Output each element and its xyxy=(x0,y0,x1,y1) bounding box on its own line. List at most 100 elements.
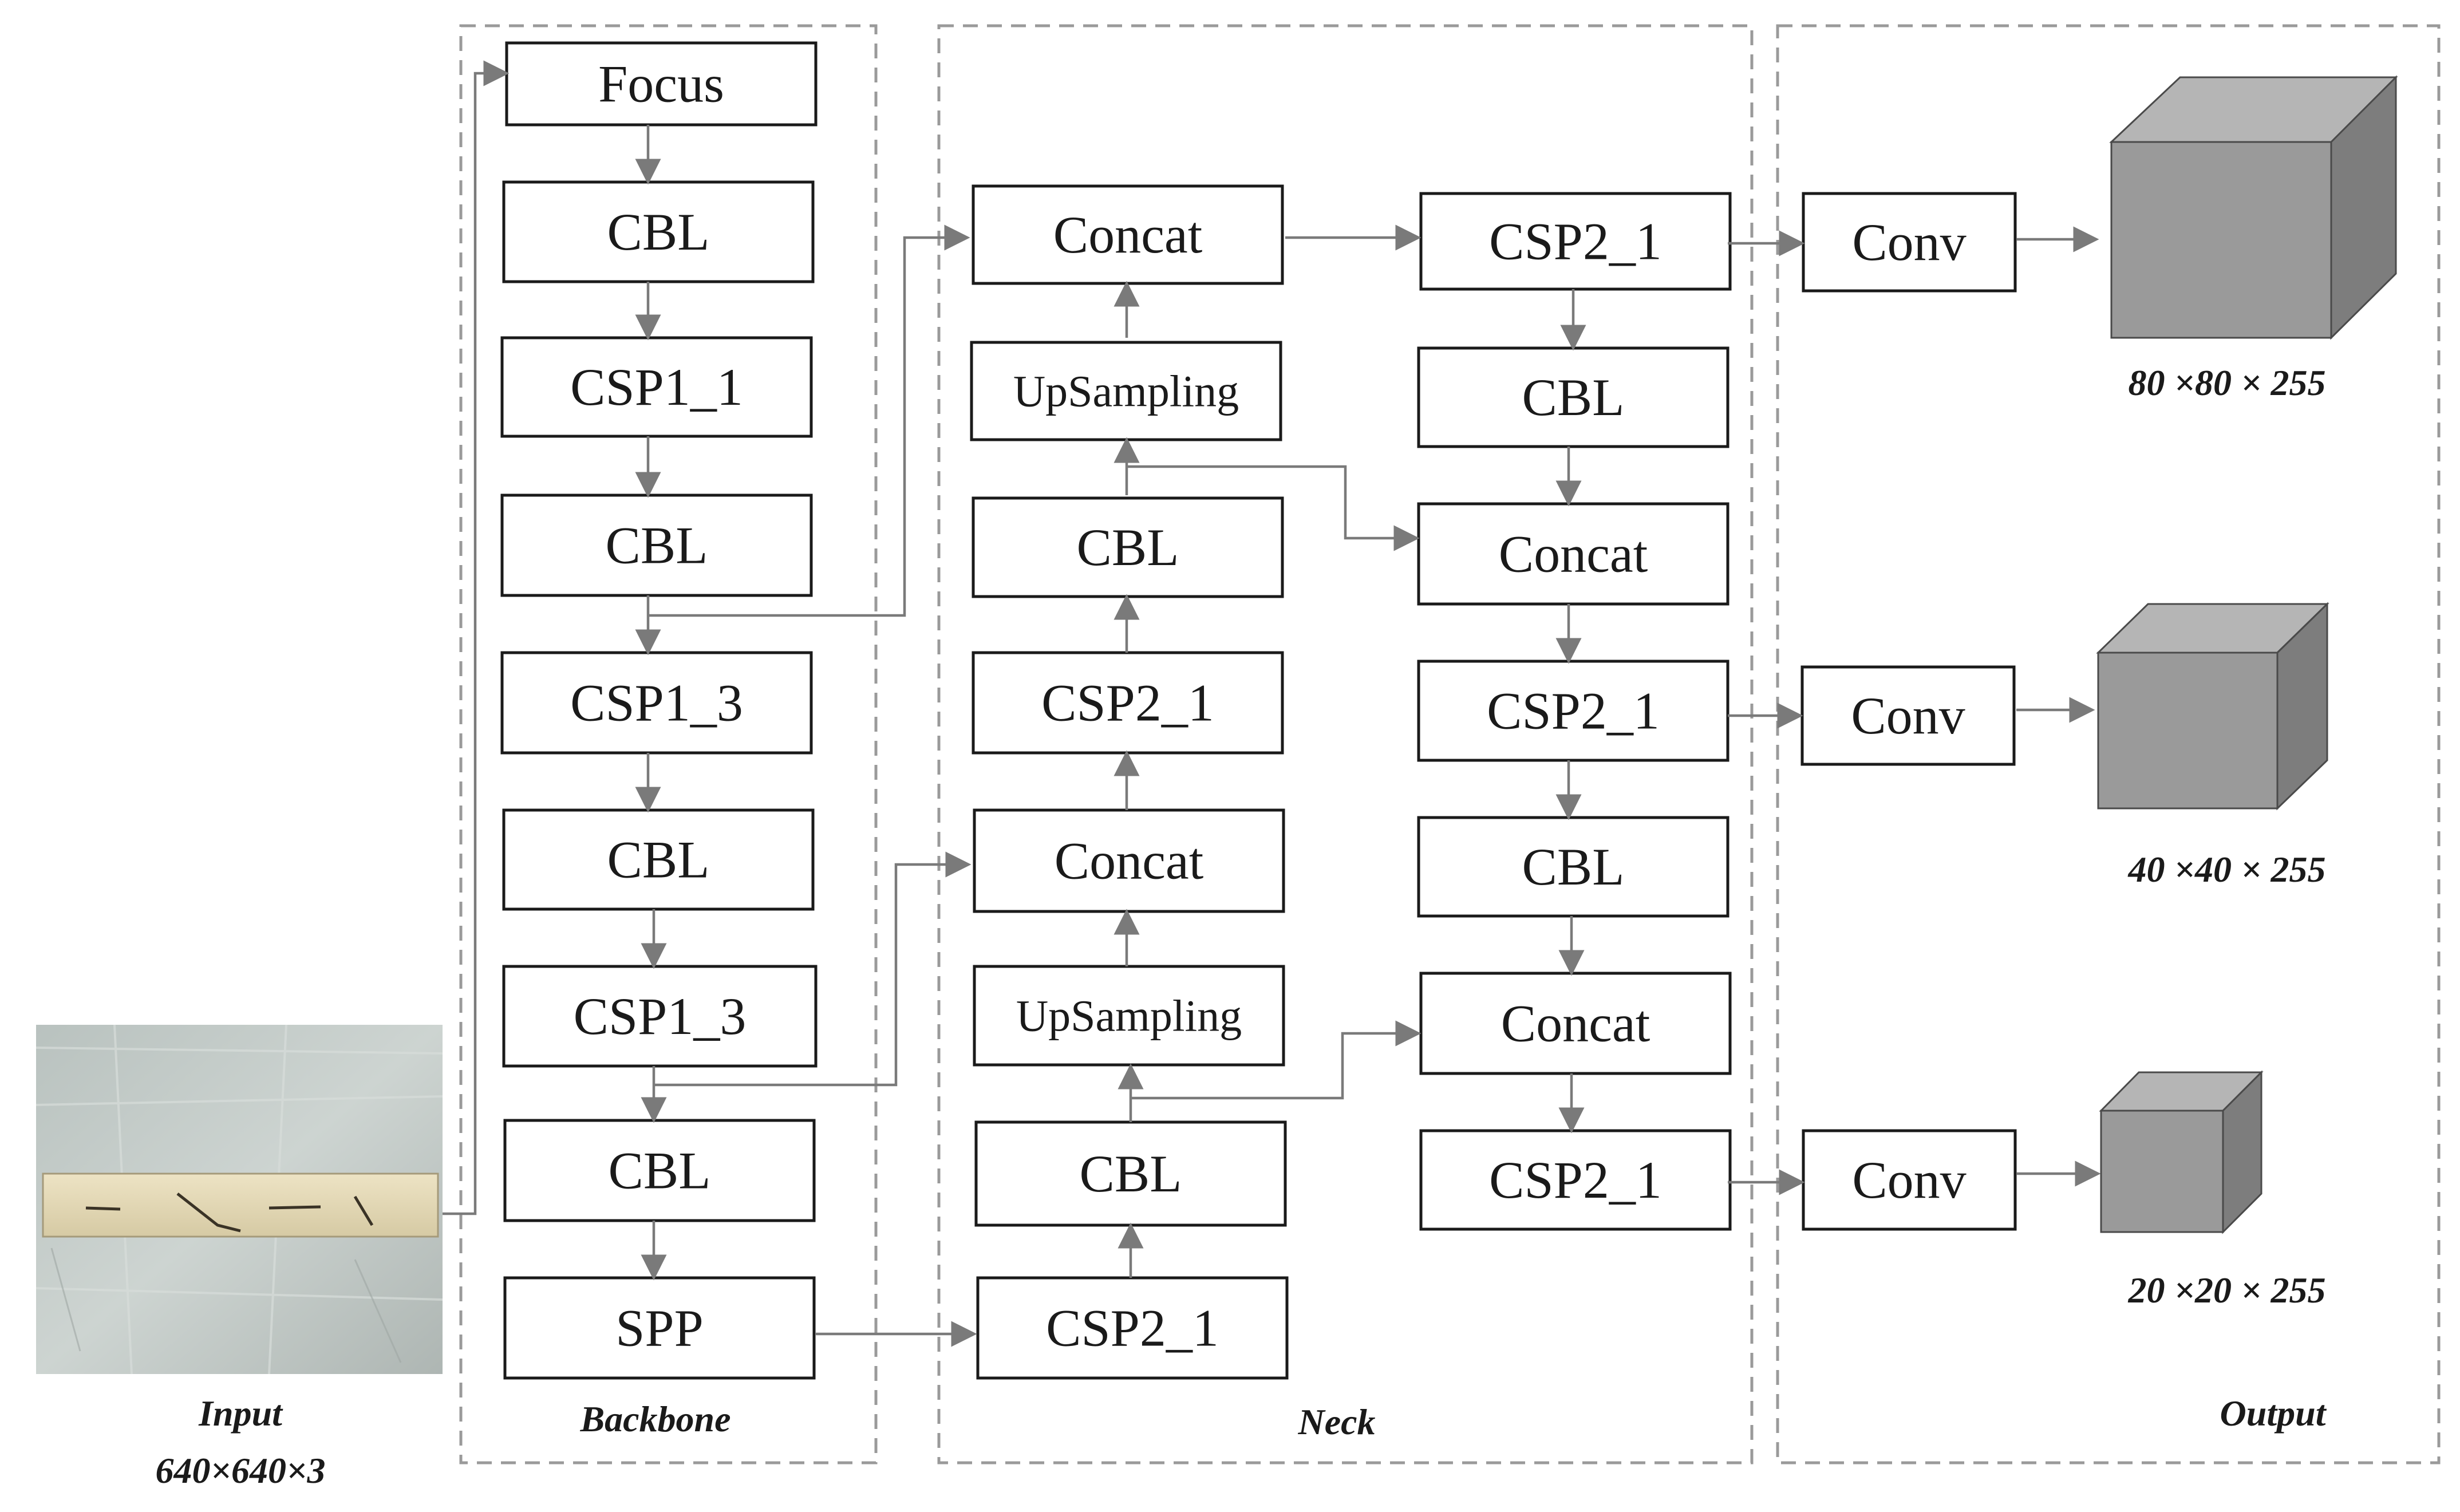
arrow-skip-cbl-to-concat-top xyxy=(648,224,970,617)
input-size: 640×640×3 xyxy=(156,1450,326,1491)
input-image xyxy=(35,1024,443,1375)
output-size-medium: 40 ×40 × 255 xyxy=(2128,849,2326,890)
neck-left-block-frame xyxy=(972,651,1284,755)
neck-left-block-4: CSP2_1 xyxy=(972,651,1284,755)
neck-right-block-2: CBL xyxy=(1417,346,1729,448)
conv-block-3: Conv xyxy=(1802,1129,2017,1231)
neck-left-block-frame xyxy=(976,1276,1289,1380)
neck-section xyxy=(937,24,1754,1464)
neck-left-block-label: UpSampling xyxy=(1016,991,1242,1041)
neck-right-block-label: CSP2_1 xyxy=(1489,212,1662,271)
neck-left-block-label: Concat xyxy=(1053,206,1203,264)
connectors xyxy=(443,60,2101,1347)
output-label: Output xyxy=(2220,1393,2327,1434)
neck-left-blocks: ConcatUpSamplingCBLCSP2_1ConcatUpSamplin… xyxy=(970,184,1289,1380)
output-section xyxy=(1776,24,2441,1464)
backbone-block-label: CSP1_3 xyxy=(570,674,743,732)
backbone-block-2: CBL xyxy=(502,180,815,283)
backbone-block-label: CBL xyxy=(609,1142,711,1200)
arrow-cbl-to-concat-right-2 xyxy=(1131,1020,1421,1100)
neck-left-block-frame xyxy=(972,184,1284,285)
arrow-cbl-to-concat-right-1 xyxy=(1127,465,1420,551)
neck-right-block-label: Concat xyxy=(1501,994,1650,1053)
backbone-block-label: Focus xyxy=(598,55,724,113)
neck-left-block-frame xyxy=(974,1120,1287,1227)
neck-left-block-frame xyxy=(973,808,1285,913)
neck-right-block-4: CSP2_1 xyxy=(1417,660,1729,762)
backbone-block-4: CBL xyxy=(500,494,813,597)
neck-right-block-frame xyxy=(1419,972,1732,1075)
conv-block-label: Conv xyxy=(1852,213,1966,271)
neck-right-block-frame xyxy=(1417,660,1729,762)
conv-block-label: Conv xyxy=(1851,686,1965,745)
input-label: Input xyxy=(198,1393,283,1434)
neck-right-block-6: Concat xyxy=(1419,972,1732,1075)
backbone-block-frame xyxy=(505,41,818,127)
neck-left-block-label: UpSampling xyxy=(1013,366,1239,416)
conv-block-frame xyxy=(1802,1129,2017,1231)
neck-left-block-frame xyxy=(972,496,1284,598)
neck-left-block-8: CSP2_1 xyxy=(976,1276,1289,1380)
arrow-input-to-focus xyxy=(443,60,510,1215)
neck-right-block-7: CSP2_1 xyxy=(1419,1129,1732,1231)
neck-left-block-2: UpSampling xyxy=(970,341,1282,441)
conv-block-frame xyxy=(1800,665,2016,766)
neck-right-block-frame xyxy=(1417,816,1729,918)
output-cube-large xyxy=(2109,75,2398,340)
backbone-block-5: CSP1_3 xyxy=(500,651,813,755)
neck-right-block-1: CSP2_1 xyxy=(1419,192,1732,291)
neck-left-block-label: CBL xyxy=(1077,518,1179,577)
neck-left-block-5: Concat xyxy=(973,808,1285,913)
backbone-block-frame xyxy=(502,180,815,283)
backbone-block-label: CBL xyxy=(606,516,708,575)
neck-right-block-label: CSP2_1 xyxy=(1489,1151,1662,1209)
neck-right-block-frame xyxy=(1417,502,1729,606)
neck-right-block-label: Concat xyxy=(1499,525,1648,583)
neck-label: Neck xyxy=(1297,1402,1375,1442)
backbone-block-label: CBL xyxy=(607,831,710,889)
output-size-large: 80 ×80 × 255 xyxy=(2129,362,2326,403)
conv-block-1: Conv xyxy=(1802,192,2017,293)
backbone-block-frame xyxy=(502,965,818,1068)
neck-right-block-label: CBL xyxy=(1522,838,1625,896)
neck-left-block-frame xyxy=(973,965,1285,1067)
neck-right-block-3: Concat xyxy=(1417,502,1729,606)
backbone-block-7: CSP1_3 xyxy=(502,965,818,1068)
output-size-small: 20 ×20 × 255 xyxy=(2128,1270,2326,1310)
neck-left-block-label: CSP2_1 xyxy=(1041,674,1214,732)
neck-right-block-5: CBL xyxy=(1417,816,1729,918)
backbone-block-frame xyxy=(503,1119,816,1222)
backbone-block-3: CSP1_1 xyxy=(500,336,813,438)
neck-right-block-frame xyxy=(1417,346,1729,448)
neck-left-block-label: CBL xyxy=(1080,1144,1182,1203)
backbone-block-label: CSP1_3 xyxy=(574,987,747,1045)
output-cube-small xyxy=(2099,1070,2264,1234)
neck-right-block-label: CSP2_1 xyxy=(1487,682,1660,740)
neck-left-block-3: CBL xyxy=(972,496,1284,598)
backbone-label: Backbone xyxy=(579,1399,731,1439)
neck-left-block-1: Concat xyxy=(972,184,1284,285)
backbone-block-label: SPP xyxy=(615,1299,704,1357)
backbone-block-1: Focus xyxy=(505,41,818,127)
backbone-block-label: CSP1_1 xyxy=(570,358,743,416)
neck-right-block-label: CBL xyxy=(1522,368,1625,427)
backbone-block-9: SPP xyxy=(503,1276,816,1380)
backbone-block-frame xyxy=(503,1276,816,1380)
backbone-block-8: CBL xyxy=(503,1119,816,1222)
backbone-section xyxy=(459,24,878,1464)
neck-right-block-frame xyxy=(1419,1129,1732,1231)
backbone-block-label: CBL xyxy=(607,203,710,261)
output-cube-medium xyxy=(2096,602,2329,811)
neck-right-block-frame xyxy=(1419,192,1732,291)
neck-left-block-7: CBL xyxy=(974,1120,1287,1227)
neck-left-block-6: UpSampling xyxy=(973,965,1285,1067)
arrow-skip-cbl-to-concat-mid xyxy=(654,851,972,1087)
backbone-block-6: CBL xyxy=(502,808,815,911)
neck-left-block-frame xyxy=(970,341,1282,441)
conv-block-label: Conv xyxy=(1852,1151,1966,1209)
conv-block-2: Conv xyxy=(1800,665,2016,766)
